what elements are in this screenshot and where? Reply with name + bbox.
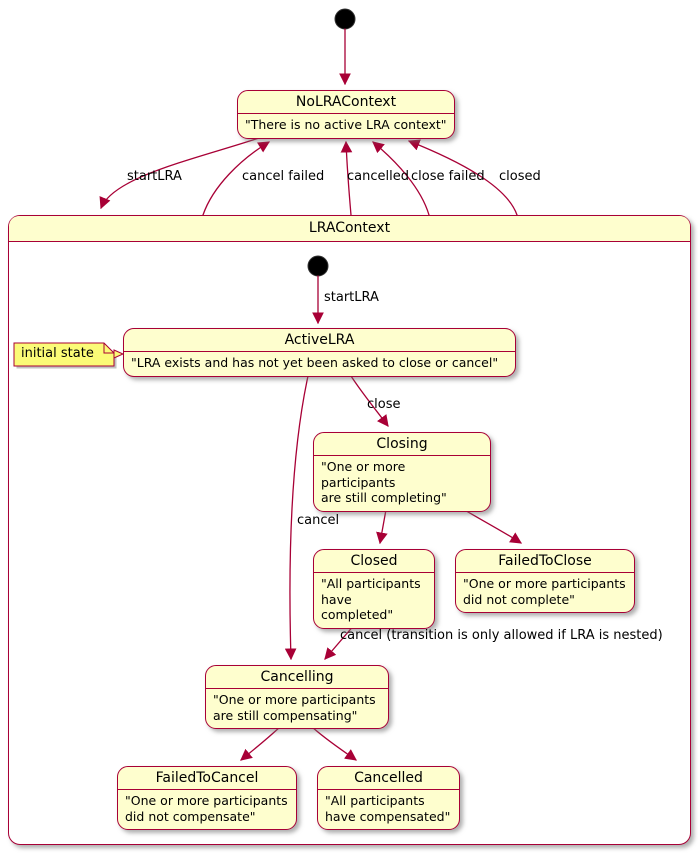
state-title: ActiveLRA	[124, 329, 515, 352]
state-title: NoLRAContext	[238, 91, 454, 114]
transition-label-startlra-outer: startLRA	[127, 169, 182, 184]
arrow-cancel	[284, 375, 309, 661]
inner-initial-state-dot	[307, 255, 329, 277]
note-initial-state: initial state	[21, 346, 94, 361]
arrow-close-failed	[372, 141, 430, 216]
state-description: "One or more participants did not comple…	[463, 576, 626, 607]
state-title: Closed	[314, 550, 434, 573]
composite-state-title: LRAContext	[9, 216, 690, 242]
transition-label-close: close	[367, 397, 401, 412]
note-body	[13, 342, 115, 367]
note-fold-icon	[103, 343, 114, 354]
state-title: Closing	[314, 433, 490, 456]
state-closing: Closing "One or more participants are st…	[313, 432, 491, 512]
note-pointer-icon	[113, 349, 125, 359]
arrow-startlra-outer	[99, 136, 263, 210]
state-closed: Closed "All participants have completed"	[313, 549, 435, 629]
composite-state-lracontext: LRAContext	[8, 215, 691, 845]
state-description: "There is no active LRA context"	[245, 117, 447, 132]
state-activelra: ActiveLRA "LRA exists and has not yet be…	[123, 328, 516, 377]
state-description: "All participants have completed"	[321, 576, 421, 622]
initial-state-dot	[334, 8, 356, 30]
state-nolracontext: NoLRAContext "There is no active LRA con…	[237, 90, 455, 139]
state-cancelling: Cancelling "One or more participants are…	[205, 665, 389, 729]
state-title: Cancelling	[206, 666, 388, 689]
state-title: FailedToClose	[456, 550, 634, 573]
state-description: "One or more participants are still comp…	[321, 459, 447, 505]
state-description: "One or more participants are still comp…	[213, 692, 376, 723]
transition-label-cancelled: cancelled	[347, 169, 409, 184]
state-description: "All participants have compensated"	[325, 793, 451, 824]
state-failedtoclose: FailedToClose "One or more participants …	[455, 549, 635, 613]
transition-label-startlra-inner: startLRA	[324, 290, 379, 305]
state-cancelled: Cancelled "All participants have compens…	[317, 766, 460, 830]
transition-label-cancel-failed: cancel failed	[242, 169, 325, 184]
arrow-cancelled	[340, 140, 353, 216]
transition-label-close-failed: close failed	[411, 169, 485, 184]
state-title: FailedToCancel	[118, 767, 296, 790]
transition-label-closed: closed	[499, 169, 541, 184]
state-title: Cancelled	[318, 767, 459, 790]
arrow-cancelling-to-failedtocancel	[240, 725, 282, 761]
state-failedtocancel: FailedToCancel "One or more participants…	[117, 766, 297, 830]
note-shape	[13, 342, 125, 369]
arrow-closed	[407, 139, 518, 216]
transition-label-cancel: cancel	[297, 513, 340, 528]
arrow-close	[350, 375, 389, 427]
arrow-cancel-failed	[202, 141, 270, 216]
transition-label-cancel-nested: cancel (transition is only allowed if LR…	[340, 628, 663, 643]
state-description: "LRA exists and has not yet been asked t…	[131, 355, 499, 370]
arrow-cancelling-to-cancelled	[310, 725, 357, 761]
state-description: "One or more participants did not compen…	[125, 793, 288, 824]
